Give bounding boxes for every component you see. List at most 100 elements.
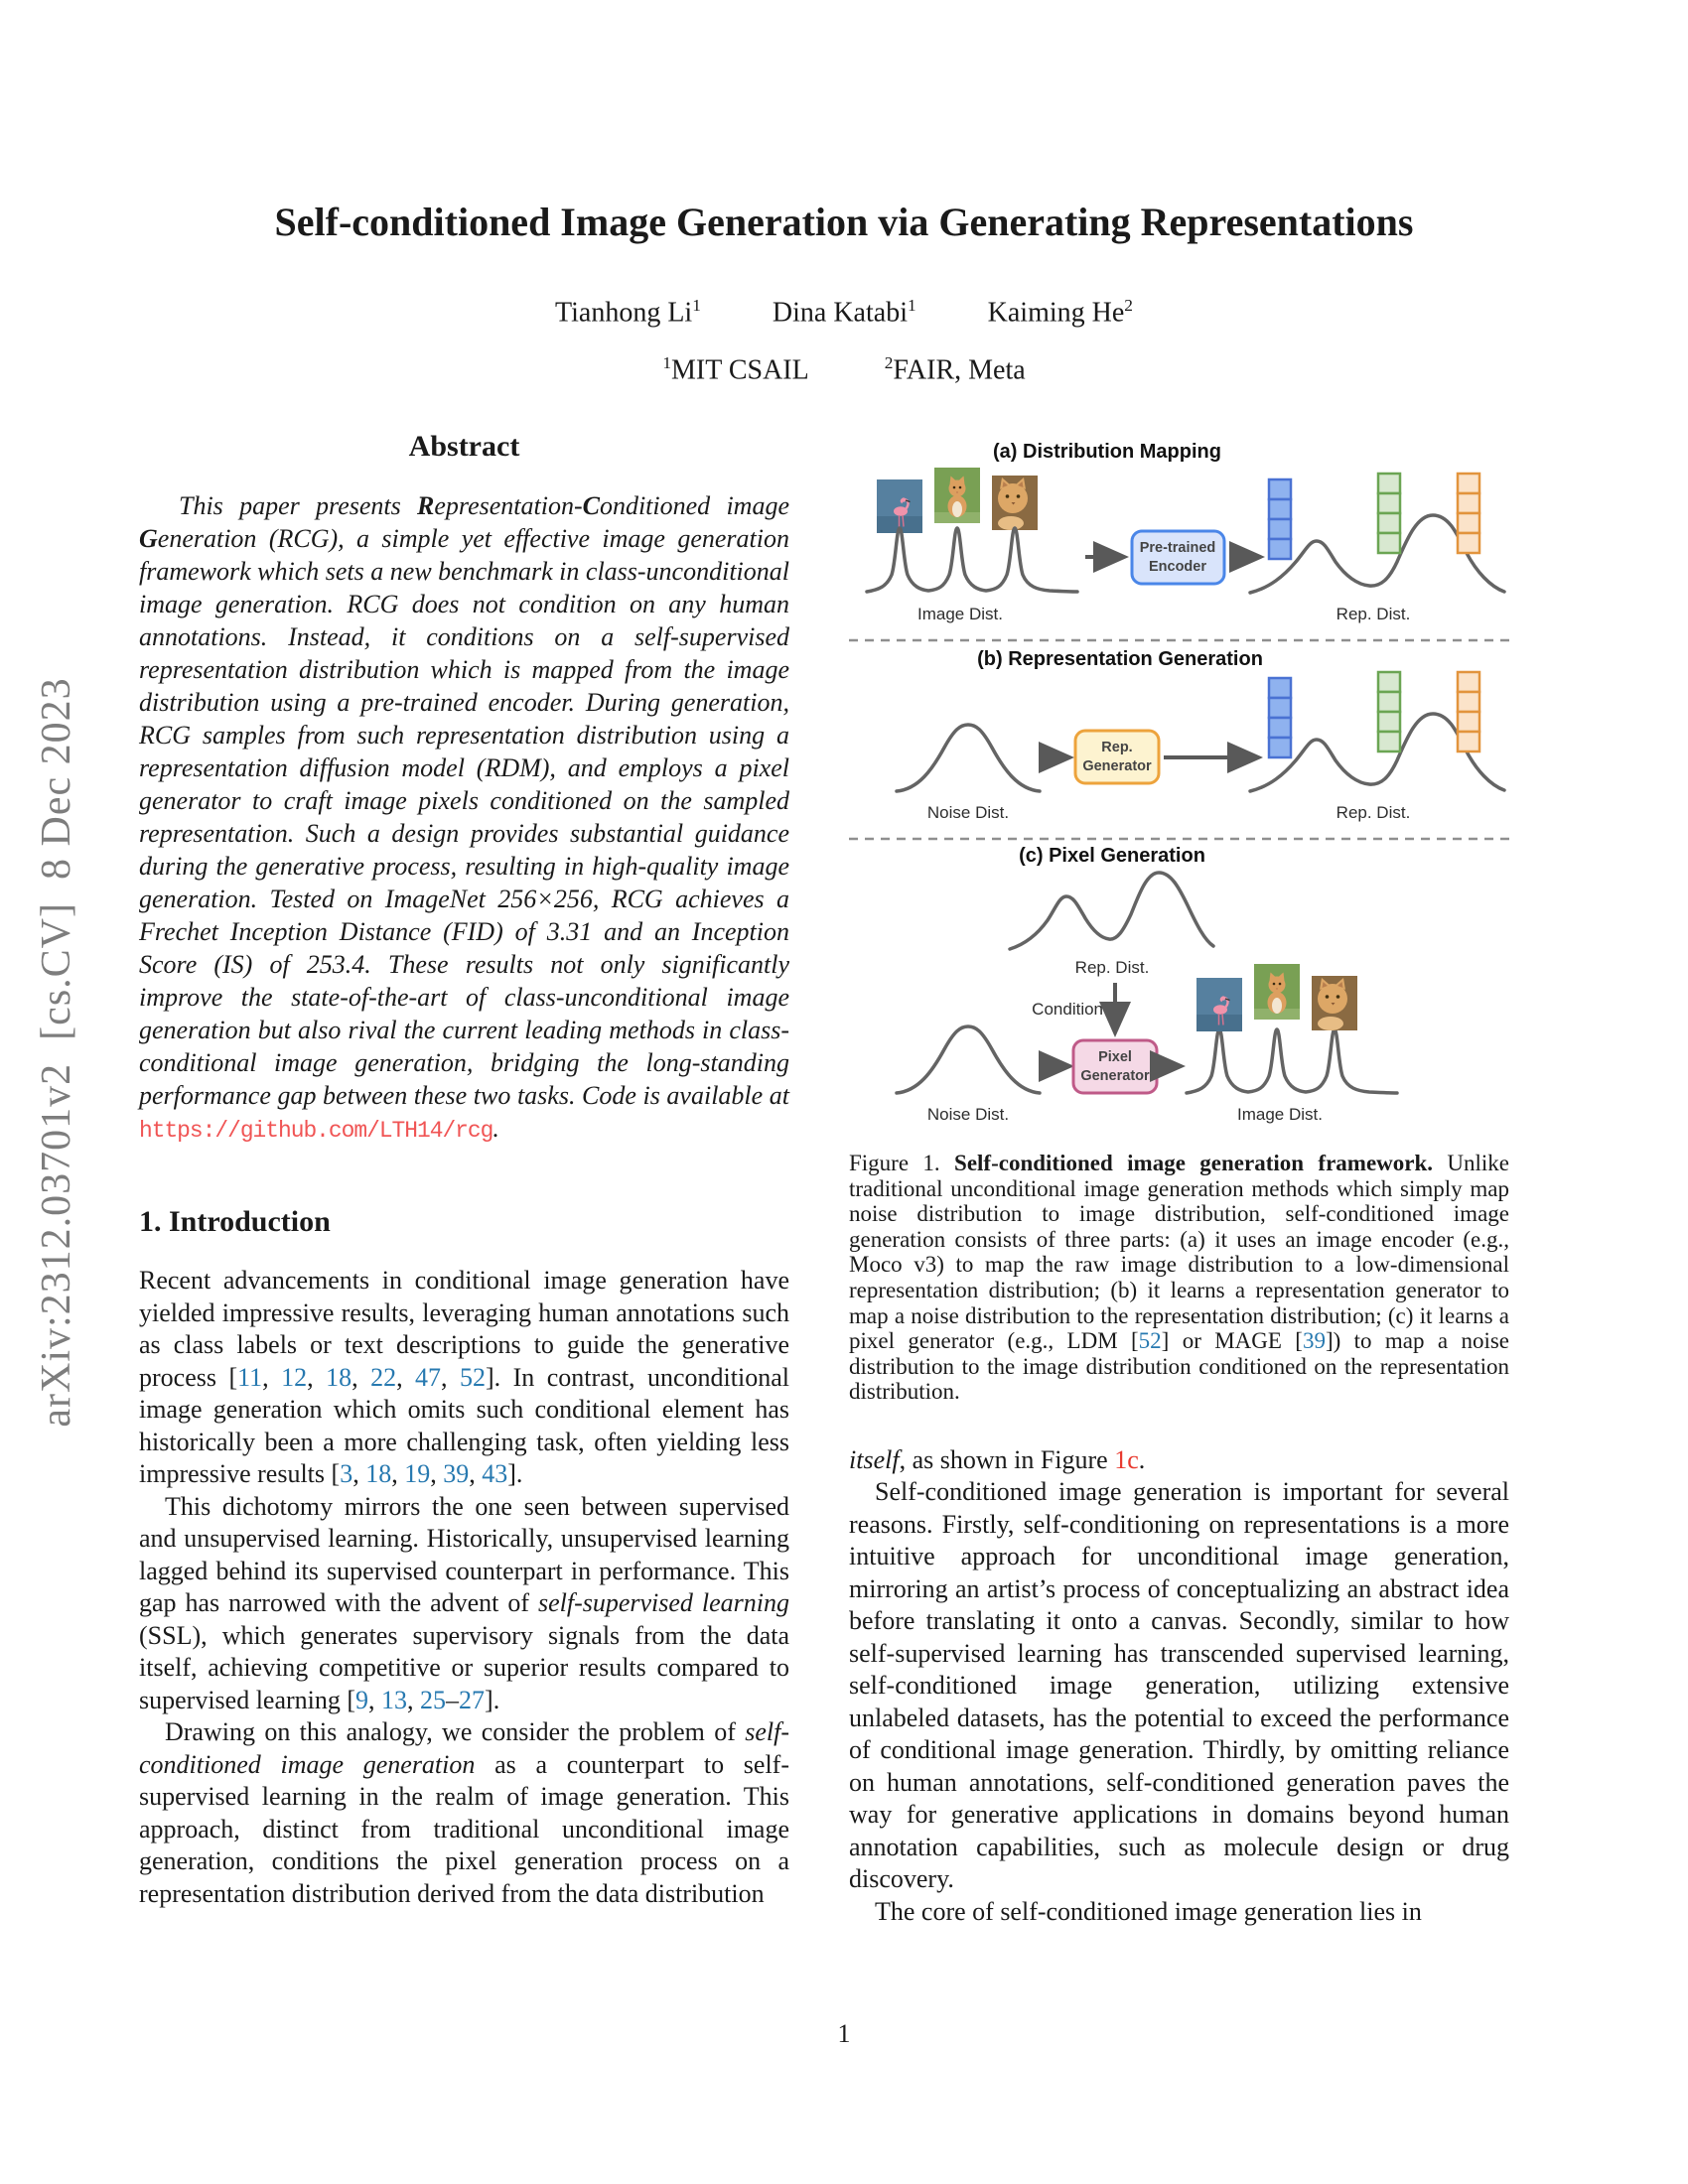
text-segment: eneration (RCG), a simple yet effective … — [139, 524, 789, 1110]
figure-ref-link[interactable]: 1c — [1114, 1444, 1139, 1474]
text-segment: , — [352, 1459, 366, 1488]
citation-link[interactable]: 9 — [355, 1685, 369, 1714]
text-segment: , — [396, 1362, 416, 1392]
citation-link[interactable]: 19 — [404, 1459, 431, 1488]
flamingo-image — [875, 478, 924, 535]
text-segment: onditioned image — [599, 491, 789, 520]
cat-image — [1312, 976, 1357, 1030]
rep-dist-cluster — [1248, 670, 1506, 793]
text-segment: , — [368, 1685, 382, 1714]
text-segment: , — [469, 1459, 483, 1488]
author-name: Kaiming He — [987, 297, 1125, 329]
right-column-body: itself, as shown in Figure 1c. Self-cond… — [849, 1444, 1509, 1929]
rep-generator-label: Generator — [1082, 758, 1152, 774]
text-segment: ]. — [485, 1685, 500, 1714]
figure-1-caption: Figure 1. Self-conditioned image generat… — [849, 1151, 1509, 1405]
rep-generator-label: Rep. — [1101, 740, 1132, 755]
text-segment: , — [441, 1362, 460, 1392]
citation-link[interactable]: 52 — [1138, 1328, 1162, 1354]
text-segment: , as shown in Figure — [899, 1444, 1115, 1474]
citation-link[interactable]: 18 — [365, 1459, 392, 1488]
cat-image — [934, 468, 980, 523]
text-segment: Unlike traditional unconditional image g… — [849, 1151, 1509, 1354]
citation-link[interactable]: 25 — [420, 1685, 447, 1714]
abstract-text: This paper presents Representation-Condi… — [139, 489, 789, 1148]
pretrained-encoder-label: Encoder — [1149, 559, 1206, 575]
text-segment: epresentation- — [434, 491, 583, 520]
text-segment: This dichotomy mirrors the one seen betw… — [139, 1491, 789, 1618]
rep-dist-label: Rep. Dist. — [1336, 605, 1411, 623]
citation-link[interactable]: 22 — [370, 1362, 397, 1392]
image-dist-label: Image Dist. — [1237, 1105, 1323, 1124]
text-segment: , — [352, 1362, 371, 1392]
noise-distribution-curve — [895, 1024, 1042, 1095]
text-segment: , — [407, 1685, 421, 1714]
affiliation-mark: 1 — [662, 353, 672, 372]
pretrained-encoder-label: Pre-trained — [1140, 540, 1216, 556]
citation-link[interactable]: 43 — [482, 1459, 508, 1488]
panel-a-title: (a) Distribution Mapping — [993, 441, 1221, 463]
author-name: Tianhong Li — [555, 297, 693, 329]
condition-label: Condition — [1032, 1000, 1103, 1019]
cat-image — [1254, 964, 1300, 1020]
abstract-heading: Abstract — [408, 430, 520, 463]
citation-link[interactable]: 11 — [237, 1362, 263, 1392]
pretrained-encoder-box — [1130, 529, 1226, 586]
author-name: Dina Katabi — [772, 297, 908, 329]
author: Kaiming He2 — [988, 296, 1133, 329]
citation-link[interactable]: 39 — [1302, 1328, 1326, 1354]
text-segment: Figure 1. — [849, 1151, 955, 1175]
citation-link[interactable]: 12 — [281, 1362, 308, 1392]
citation-link[interactable]: 47 — [415, 1362, 442, 1392]
author: Dina Katabi1 — [773, 296, 916, 329]
text-segment: This paper presents — [179, 491, 418, 520]
core-paragraph: The core of self-conditioned image gener… — [849, 1896, 1509, 1929]
intro-paragraph-1: Recent advancements in conditional image… — [139, 1265, 789, 1491]
text-segment: ]. — [507, 1459, 523, 1488]
citation-link[interactable]: 52 — [460, 1362, 486, 1392]
text-segment: as a counterpart to self-supervised lear… — [139, 1749, 789, 1908]
noise-dist-label: Noise Dist. — [927, 1105, 1009, 1124]
blue-representation-vector — [1267, 478, 1293, 561]
paper-title: Self-conditioned Image Generation via Ge… — [274, 200, 1414, 244]
flamingo-image — [1195, 976, 1244, 1033]
arxiv-watermark: arXiv:2312.03701v2 [cs.CV] 8 Dec 2023 — [34, 677, 79, 1428]
text-segment: G — [139, 524, 158, 553]
rep-dist-label: Rep. Dist. — [1336, 803, 1411, 822]
green-representation-vector — [1376, 472, 1402, 555]
text-segment: Recent advancements in conditional image… — [139, 1266, 789, 1392]
intro-paragraph-3: Drawing on this analogy, we consider the… — [139, 1716, 789, 1910]
section-heading-introduction: 1. Introduction — [139, 1205, 331, 1238]
affiliations-row: 1MIT CSAIL 2FAIR, Meta — [0, 353, 1688, 386]
cat-image — [992, 476, 1038, 530]
text-segment: self-supervised learning — [537, 1588, 789, 1617]
rep-dist-label: Rep. Dist. — [1075, 958, 1150, 977]
text-segment: , — [430, 1459, 444, 1488]
citation-link[interactable]: 3 — [340, 1459, 353, 1488]
citation-link[interactable]: 13 — [381, 1685, 408, 1714]
affiliation: 2FAIR, Meta — [885, 353, 1026, 386]
text-segment: ]) to map a noise distribution to the im… — [849, 1328, 1509, 1405]
pixel-generator-box — [1071, 1038, 1159, 1095]
continued-paragraph: itself, as shown in Figure 1c. — [849, 1444, 1509, 1477]
code-link[interactable]: https://github.com/LTH14/rcg — [139, 1118, 493, 1144]
panel-c-title: (c) Pixel Generation — [1019, 845, 1205, 867]
text-segment: , — [391, 1459, 405, 1488]
text-segment: self-conditioned image generation — [139, 1717, 789, 1779]
orange-representation-vector — [1456, 472, 1481, 555]
authors-row: Tianhong Li1 Dina Katabi1 Kaiming He2 — [0, 296, 1688, 329]
blue-representation-vector — [1267, 676, 1293, 759]
text-segment: . — [1138, 1444, 1146, 1474]
rep-generator-box — [1073, 729, 1161, 785]
text-segment: Self-conditioned image generation framew… — [954, 1151, 1434, 1175]
citation-link[interactable]: 18 — [326, 1362, 352, 1392]
citation-link[interactable]: 27 — [459, 1685, 486, 1714]
pixel-generator-label: Generator — [1080, 1068, 1150, 1084]
importance-paragraph: Self-conditioned image generation is imp… — [849, 1476, 1509, 1896]
text-segment: The core of self-conditioned image gener… — [875, 1896, 1422, 1926]
noise-distribution-curve — [895, 723, 1042, 793]
green-representation-vector — [1376, 670, 1402, 753]
text-segment: Self-conditioned image generation is imp… — [849, 1477, 1509, 1894]
author-affiliation-mark: 2 — [1124, 296, 1133, 315]
citation-link[interactable]: 39 — [443, 1459, 470, 1488]
